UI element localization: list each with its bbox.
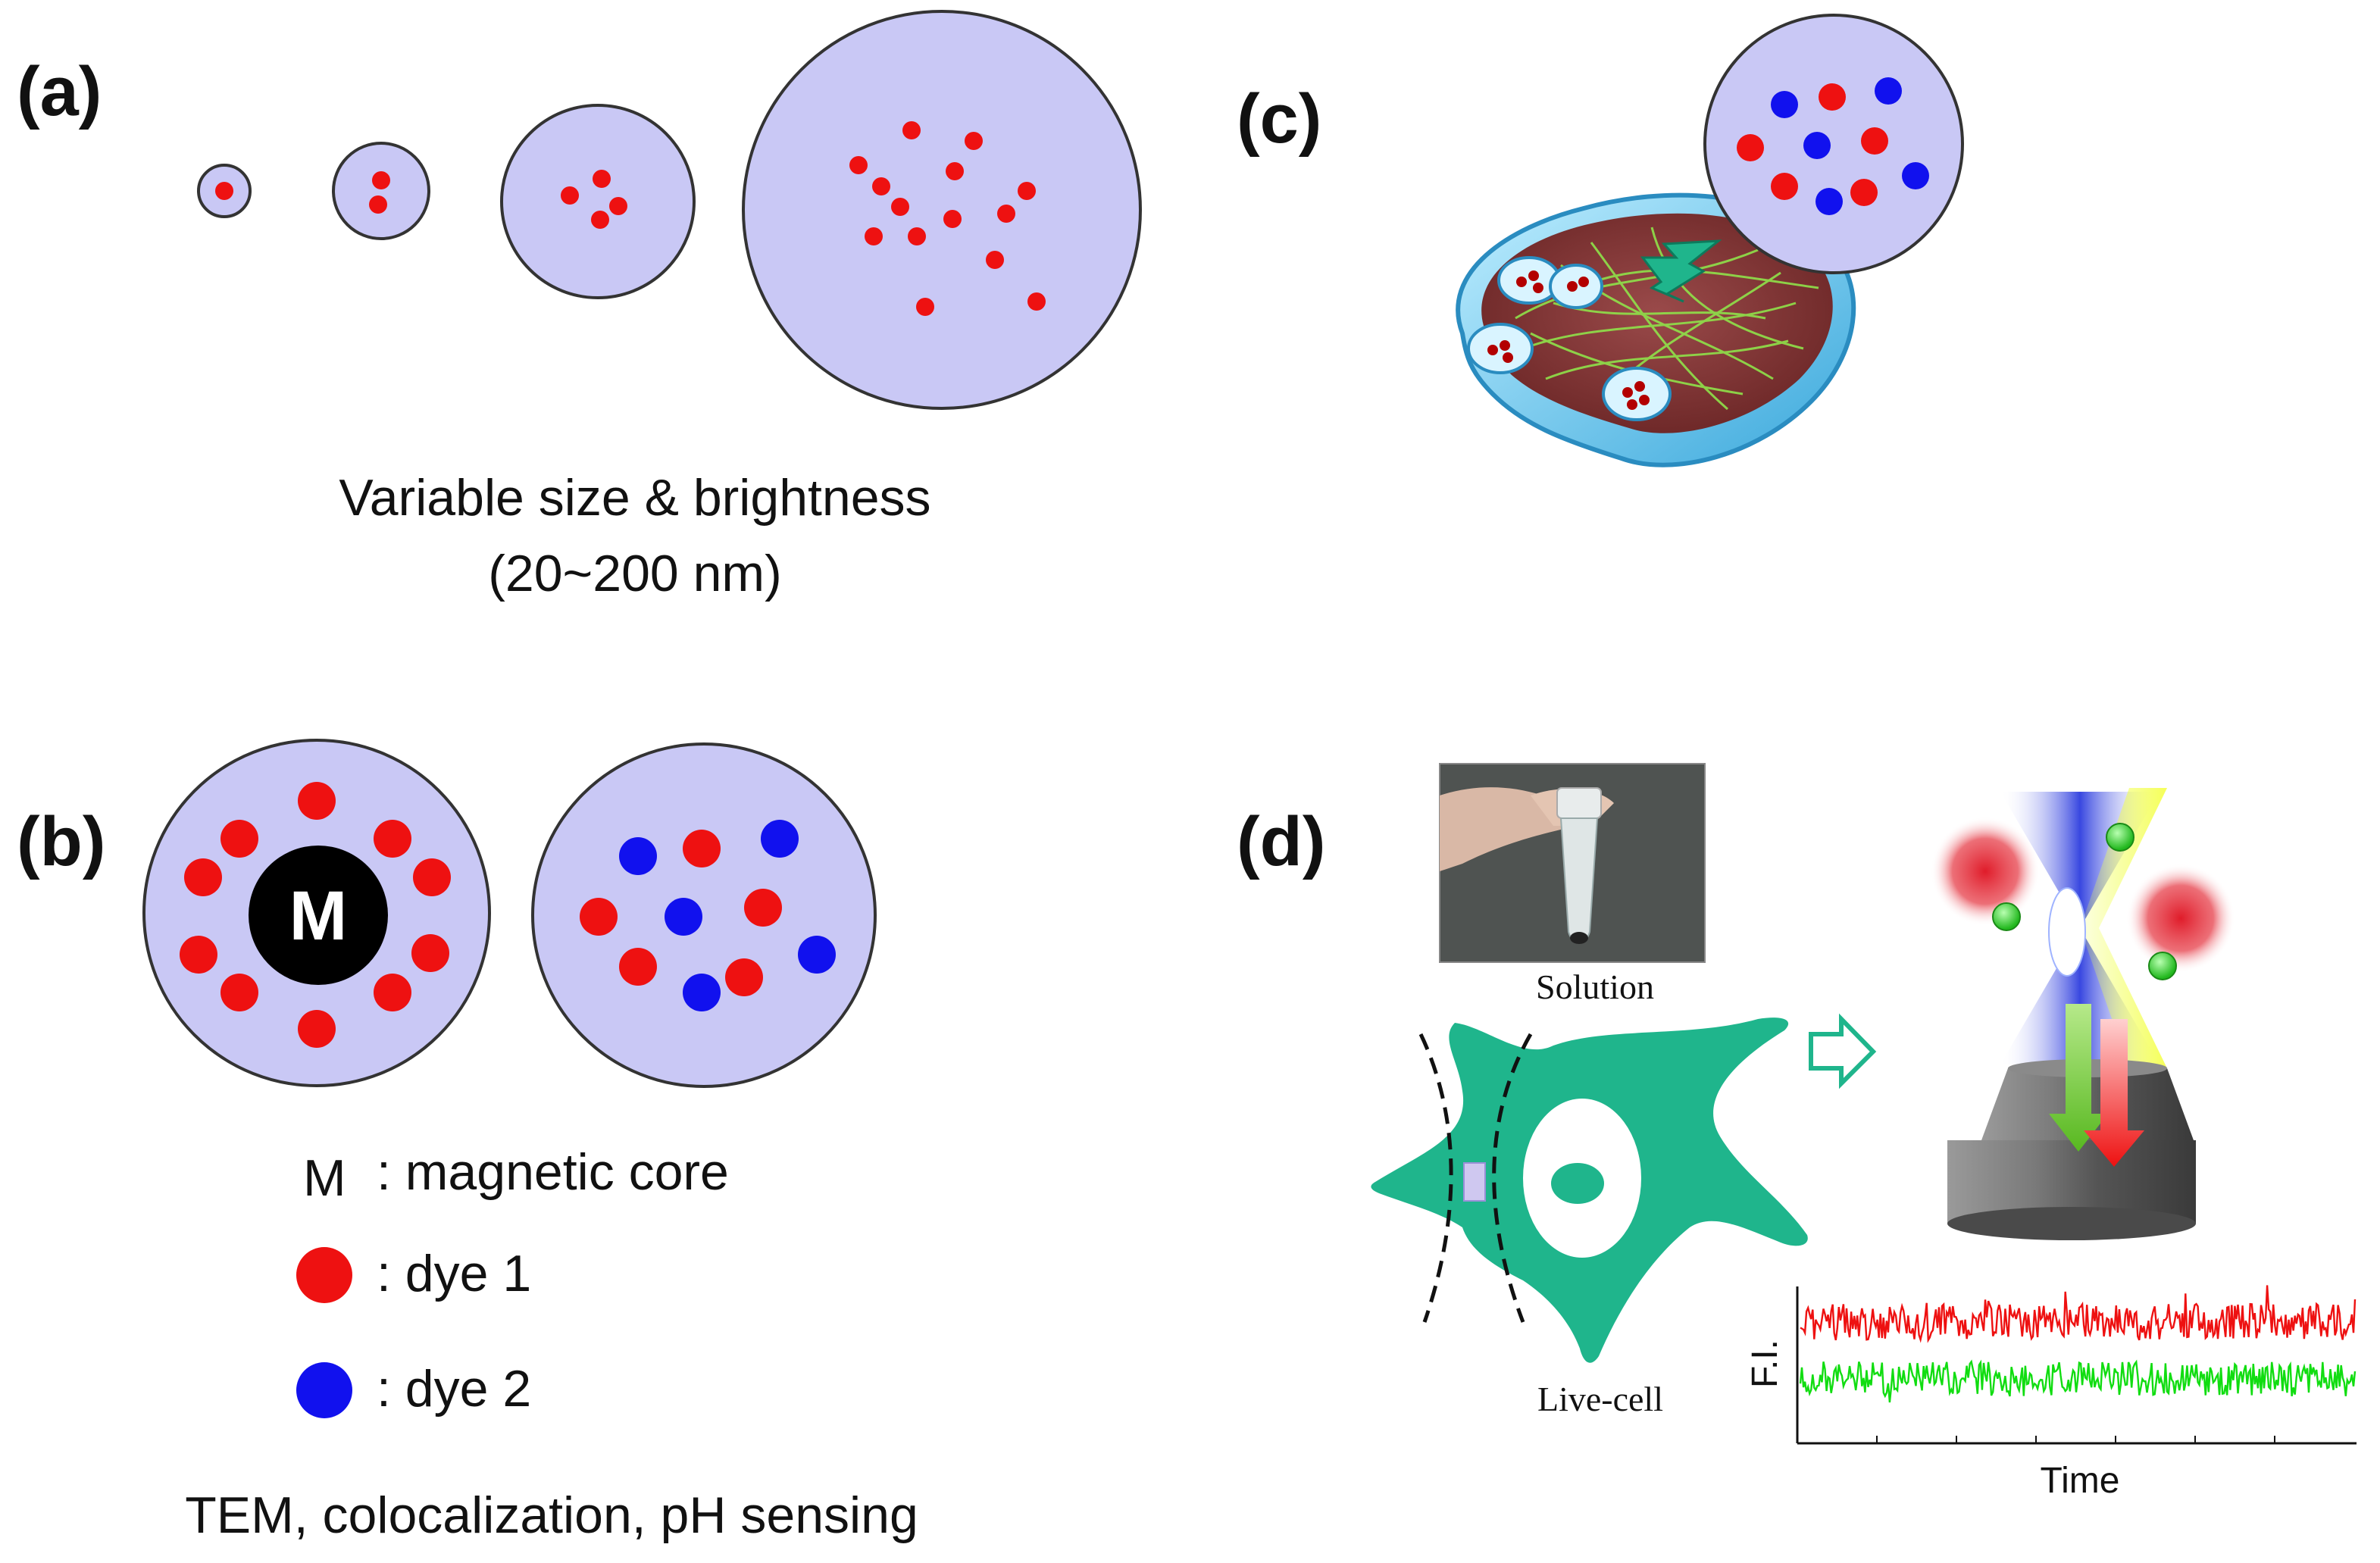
magnetic-particle: M bbox=[142, 739, 491, 1087]
panel-a-label: (a) bbox=[17, 53, 102, 130]
nanoparticle-large bbox=[742, 10, 1142, 410]
legend-dye1-text: : dye 1 bbox=[377, 1245, 531, 1302]
panel-a: (a) bbox=[17, 10, 1142, 602]
panel-d: (d) Solution Live-cell bbox=[1237, 763, 2357, 1501]
arrow-right-outline-icon bbox=[1809, 1013, 1877, 1089]
nanoparticle-medium bbox=[500, 104, 696, 299]
red-fluorescence-trace bbox=[1800, 1285, 2357, 1343]
magnetic-core-icon bbox=[249, 846, 388, 985]
panel-b-label: (b) bbox=[17, 803, 105, 880]
legend-core-text: : magnetic core bbox=[377, 1143, 729, 1201]
dye-dot-icon bbox=[215, 182, 233, 200]
panel-c-label: (c) bbox=[1237, 80, 1321, 158]
panel-a-caption-line2: (20~200 nm) bbox=[488, 545, 781, 602]
panel-c: (c) bbox=[1237, 14, 1964, 467]
livecell-label: Live-cell bbox=[1537, 1380, 1663, 1418]
solution-label: Solution bbox=[1536, 967, 1654, 1006]
dye2-swatch bbox=[296, 1362, 352, 1418]
vesicles bbox=[1467, 256, 1672, 421]
panel-b: (b) M bbox=[17, 739, 918, 1544]
legend: M : magnetic core : dye 1 : dye 2 bbox=[296, 1143, 729, 1418]
live-cell bbox=[1371, 1018, 1808, 1363]
panel-d-label: (d) bbox=[1237, 803, 1325, 880]
uptake-arrow-icon bbox=[1640, 239, 1722, 303]
plot-x-ticks bbox=[1876, 1436, 2275, 1443]
panel-a-caption-line1: Variable size & brightness bbox=[339, 469, 930, 527]
plot-x-label: Time bbox=[2041, 1461, 2120, 1501]
legend-dye2-text: : dye 2 bbox=[377, 1360, 531, 1418]
solution-photo bbox=[1439, 763, 1706, 963]
nanoparticle-tiny bbox=[197, 164, 252, 218]
panel-b-caption: TEM, colocalization, pH sensing bbox=[185, 1486, 918, 1544]
dual-dye-particle bbox=[531, 742, 877, 1088]
legend-core-symbol: M bbox=[303, 1149, 346, 1207]
plot-y-label: F.I. bbox=[1745, 1339, 1785, 1388]
core-symbol: M bbox=[289, 877, 348, 955]
emission-arrows bbox=[2049, 1004, 2144, 1167]
zoom-particle bbox=[1703, 14, 1964, 274]
fi-trace-plot: F.I. Time bbox=[1745, 1285, 2357, 1501]
laser-focus-icon bbox=[1931, 788, 2235, 1068]
green-fluorescence-trace bbox=[1799, 1359, 2357, 1403]
cell-illustration bbox=[1456, 192, 1856, 467]
objective-lens-icon bbox=[1947, 1059, 2196, 1240]
dye1-swatch bbox=[296, 1247, 352, 1303]
nanoparticle-small bbox=[332, 142, 430, 240]
